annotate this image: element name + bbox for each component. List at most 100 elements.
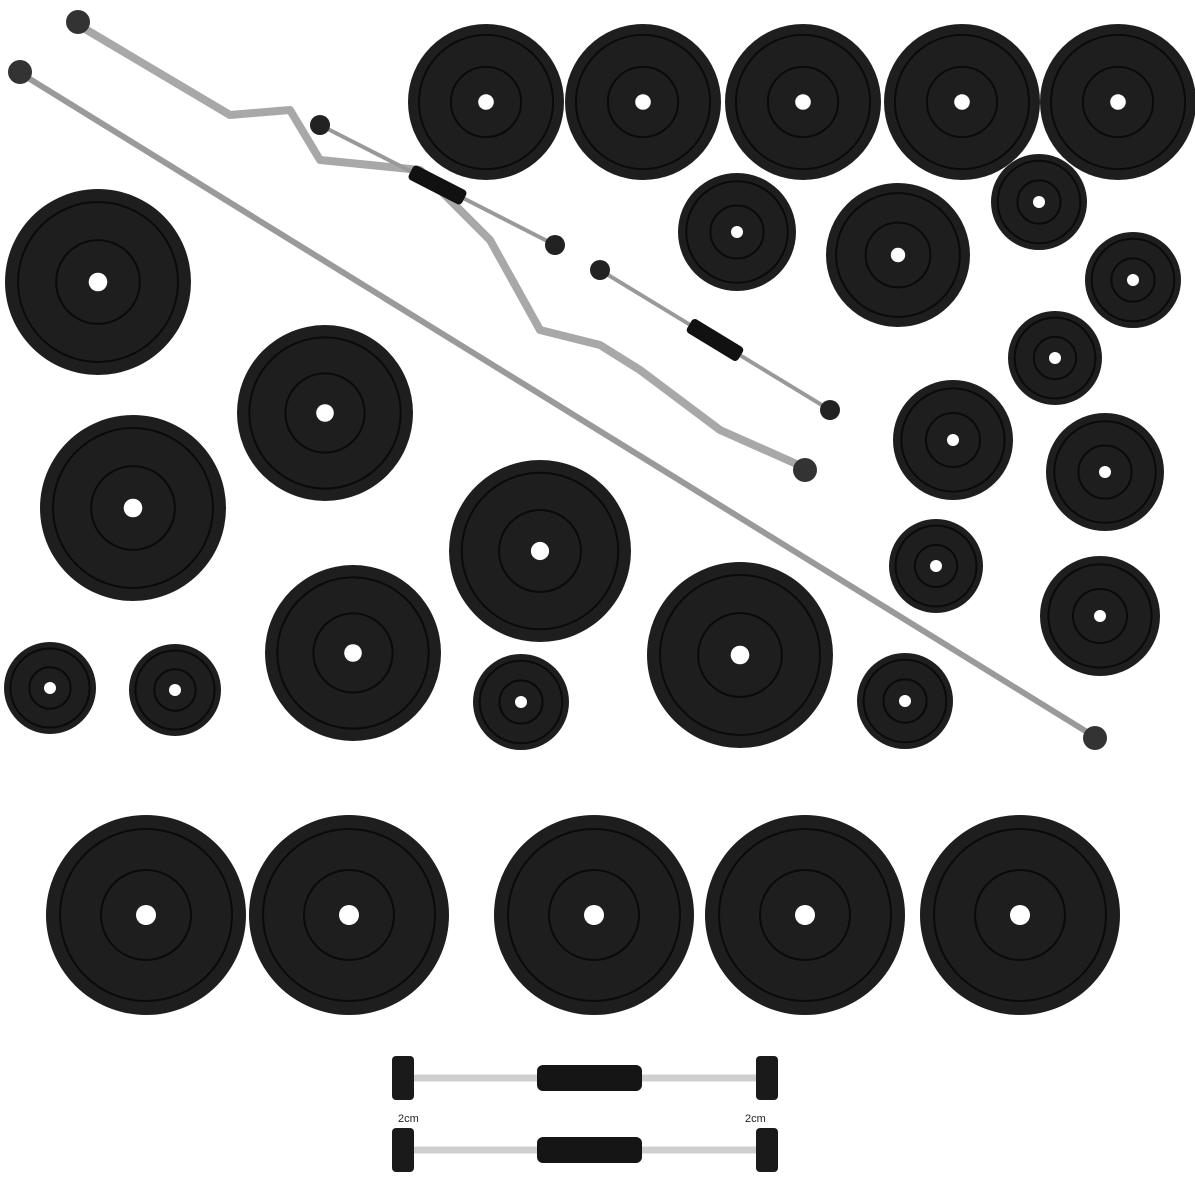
plate-hole [890, 247, 906, 263]
plate-hole [44, 682, 56, 694]
plate-hole [1127, 274, 1139, 286]
plate-outer-ring [574, 33, 712, 171]
plate-hole [88, 272, 108, 292]
plate-hole [635, 94, 651, 110]
plate-hole [344, 644, 362, 662]
plate-inner-ring [1016, 179, 1062, 225]
plate-outer-ring [262, 828, 436, 1002]
plate-inner-ring [925, 412, 981, 468]
plate-inner-ring [153, 668, 197, 712]
plate-outer-ring [248, 336, 402, 490]
plate-inner-ring [697, 612, 783, 698]
plate-inner-ring [498, 679, 544, 725]
dimension-label-right: 2cm [745, 1113, 766, 1125]
plate-inner-ring [28, 666, 72, 710]
spin-lock-collar [66, 10, 90, 34]
straight-barbell [9, 65, 1103, 743]
plate-inner-ring [1072, 588, 1128, 644]
inset-collar-right [756, 1056, 778, 1100]
spin-lock-collar [1083, 726, 1107, 750]
plate-hole [530, 541, 550, 561]
plate-inner-ring [1110, 257, 1156, 303]
plate-outer-ring [1090, 237, 1176, 323]
plate-hole [1010, 905, 1030, 925]
plate-inner-ring [913, 543, 959, 589]
plate-inner-ring [766, 65, 840, 139]
plate-hole [795, 94, 811, 110]
plate-outer-ring [835, 192, 961, 318]
plate-hole [123, 498, 143, 518]
plate-outer-ring [1013, 316, 1097, 400]
plate-inner-ring [55, 239, 141, 325]
plate-hole [584, 905, 604, 925]
dumbbell-grip [408, 165, 467, 205]
plate-outer-ring [478, 659, 564, 745]
plate-hole [1033, 196, 1045, 208]
plate-hole [930, 560, 942, 572]
plate-hole [1099, 466, 1111, 478]
plate-hole [731, 226, 743, 238]
plate-hole [1049, 352, 1061, 364]
plate-hole [730, 645, 750, 665]
plate-hole [478, 94, 494, 110]
plate-outer-ring [1047, 563, 1153, 669]
dimension-label-left: 2cm [398, 1113, 419, 1125]
plate-outer-ring [17, 201, 179, 363]
plate-hole [515, 696, 527, 708]
plate-hole [169, 684, 181, 696]
plate-hole [136, 905, 156, 925]
plate-inner-ring [100, 869, 192, 961]
inset-dumbbell-grip [537, 1137, 642, 1163]
dumbbell-grip [686, 319, 744, 361]
plate-inner-ring [925, 65, 999, 139]
plate-inner-ring [864, 221, 932, 289]
plate-outer-ring [933, 828, 1107, 1002]
spin-lock-collar [8, 60, 32, 84]
plate-outer-ring [59, 828, 233, 1002]
ez-curl-bar [67, 16, 812, 474]
plate-outer-ring [460, 471, 620, 631]
plate-outer-ring [417, 33, 555, 171]
plate-inner-ring [606, 65, 680, 139]
plate-hole [316, 404, 334, 422]
plate-outer-ring [659, 574, 821, 736]
plate-outer-ring [894, 524, 978, 608]
plate-outer-ring [276, 576, 430, 730]
plate-hole [899, 695, 911, 707]
plate-inner-ring [974, 869, 1066, 961]
inset-collar-left [392, 1128, 414, 1172]
plate-outer-ring [893, 33, 1031, 171]
plate-inner-ring [1081, 65, 1155, 139]
plate-outer-ring [996, 159, 1082, 245]
plate-inner-ring [1032, 335, 1078, 381]
plate-outer-ring [1049, 33, 1187, 171]
plate-outer-ring [9, 647, 91, 729]
plate-outer-ring [862, 658, 948, 744]
plate-inner-ring [498, 509, 582, 593]
plate-inner-ring [312, 612, 394, 694]
plate-hole [795, 905, 815, 925]
plate-inner-ring [1077, 444, 1133, 500]
plate-hole [1094, 610, 1106, 622]
plate-inner-ring [882, 678, 928, 724]
inset-collar-left [392, 1056, 414, 1100]
plate-inner-ring [759, 869, 851, 961]
inset-dumbbell-grip [537, 1065, 642, 1091]
plate-hole [339, 905, 359, 925]
spin-lock-collar [590, 260, 610, 280]
spin-lock-collar [793, 458, 817, 482]
plate-outer-ring [1053, 420, 1157, 524]
plate-inner-ring [709, 204, 765, 260]
plate-inner-ring [548, 869, 640, 961]
spin-lock-collar [545, 235, 565, 255]
plate-outer-ring [718, 828, 892, 1002]
plate-inner-ring [90, 465, 176, 551]
spin-lock-collar [310, 115, 330, 135]
plate-inner-ring [284, 372, 366, 454]
plate-inner-ring [449, 65, 523, 139]
plate-hole [1110, 94, 1126, 110]
spin-lock-collar [820, 400, 840, 420]
plate-outer-ring [685, 180, 789, 284]
